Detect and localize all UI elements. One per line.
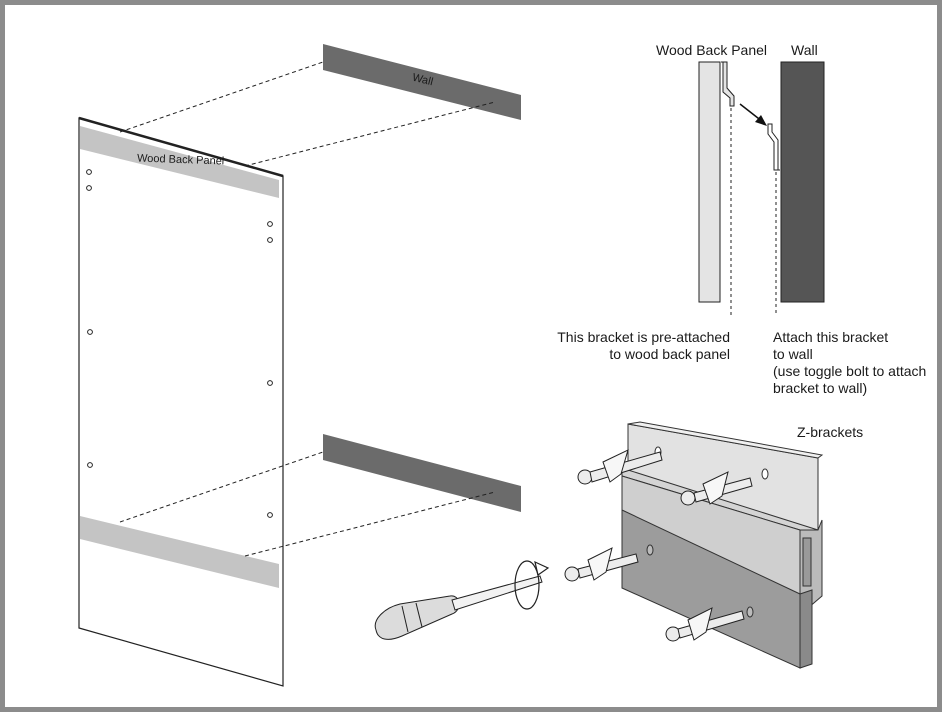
- detail-wall-label: Wall: [791, 42, 818, 58]
- attach-line1: Attach this bracket: [773, 329, 889, 345]
- alignment-lines: [119, 61, 496, 557]
- wood-back-panel-strip-label: Wood Back Panel: [136, 152, 225, 168]
- lower-panel-bracket-strip: [80, 516, 279, 588]
- toggle-bolt-1: [577, 449, 663, 485]
- lower-wall-strip: [323, 434, 521, 512]
- rotate-clockwise-icon: [514, 560, 550, 610]
- attach-line3: (use toggle bolt to attach: [773, 363, 927, 379]
- upper-panel-bracket-strip: [80, 126, 279, 198]
- detail-wood-back-panel-label: Wood Back Panel: [656, 42, 768, 58]
- z-brackets-label: Z-brackets: [797, 424, 864, 440]
- panel-z-bracket-profile: [721, 61, 735, 107]
- wood-back-panel: [78, 116, 284, 687]
- panel-holes: [86, 169, 273, 518]
- pre-attached-line2: to wood back panel: [609, 346, 730, 362]
- toggle-bolt-4: [665, 607, 745, 642]
- insert-arrow-icon: [739, 103, 767, 126]
- wall-z-bracket-profile: [767, 123, 780, 171]
- toggle-bolt-3: [564, 547, 639, 582]
- detail-wall-block: [780, 61, 825, 303]
- attach-line4: bracket to wall): [773, 380, 868, 396]
- attach-line2: to wall: [773, 346, 813, 362]
- upper-wall-strip: [323, 44, 521, 120]
- screwdriver-icon: [374, 575, 543, 640]
- pre-attached-line1: This bracket is pre-attached: [557, 329, 730, 345]
- detail-wood-panel-block: [698, 61, 721, 303]
- toggle-bolt-2: [680, 471, 753, 506]
